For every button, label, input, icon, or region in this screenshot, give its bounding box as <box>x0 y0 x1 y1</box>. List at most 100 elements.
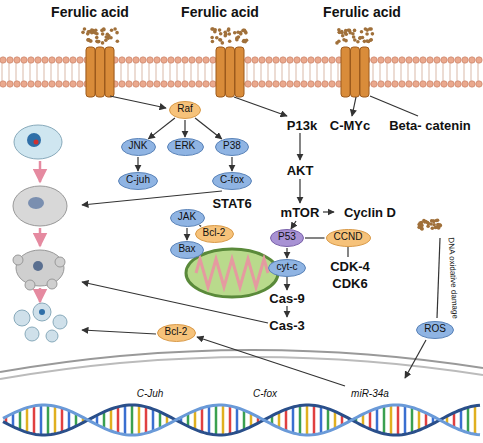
base-pair <box>47 405 50 435</box>
ligand-dot <box>242 39 246 43</box>
lipid-head <box>399 57 405 63</box>
protein-ellipse: Raf <box>169 101 201 119</box>
protein-ellipse: P53 <box>270 229 304 247</box>
ligand-dot <box>243 29 247 33</box>
lipid-tail <box>303 63 304 81</box>
lipid-tail <box>149 63 150 81</box>
ligand-dot <box>369 38 373 42</box>
protein-name: Bcl-2 <box>157 324 196 340</box>
cell-nucleus <box>28 197 44 209</box>
ligand-dot <box>213 28 217 32</box>
base-pair <box>376 408 379 431</box>
pathway-arrow <box>110 96 166 108</box>
pathway-label: Cas-3 <box>268 318 305 333</box>
pathway-label: Ferulic acid <box>180 3 260 21</box>
lipid-tail <box>471 63 472 81</box>
base-pair <box>68 411 71 430</box>
ligand-dot <box>210 36 214 40</box>
lipid-head <box>49 57 55 63</box>
lipid-head <box>420 57 426 63</box>
lipid-tail <box>296 63 297 81</box>
pathway-label: miR-34a <box>350 383 390 401</box>
lipid-head <box>28 81 34 87</box>
lipid-head <box>448 57 454 63</box>
ligand-dots <box>81 27 119 45</box>
base-pair <box>103 412 106 428</box>
protein-name: JNK <box>121 138 156 154</box>
lipid-head <box>175 57 181 63</box>
protein-name: Bax <box>170 241 204 257</box>
pathway-label: mTOR <box>280 203 321 221</box>
ligand-dot <box>337 28 341 32</box>
lipid-tail <box>135 63 136 81</box>
lipid-head <box>133 81 139 87</box>
lipid-tail <box>37 63 38 81</box>
lipid-head <box>7 57 13 63</box>
protein-name: C-fox <box>212 172 252 188</box>
lipid-tail <box>401 63 402 81</box>
lipid-head <box>77 81 83 87</box>
base-pair <box>278 412 281 427</box>
cell-body <box>14 125 62 159</box>
ligand-dot <box>106 32 110 36</box>
lipid-head <box>469 81 475 87</box>
lipid-head <box>140 81 146 87</box>
ligand-dot <box>360 30 364 34</box>
lipid-tail <box>51 63 52 81</box>
ellipse-shape <box>121 139 155 156</box>
lipid-tail <box>205 63 206 81</box>
lipid-tail <box>415 63 416 81</box>
protein-name: JAK <box>170 209 205 225</box>
ellipse-shape <box>216 139 249 156</box>
membrane-bleb <box>25 280 35 290</box>
ligand-dot <box>210 27 214 31</box>
lipid-tail <box>212 63 213 81</box>
ligand-dot <box>215 36 219 40</box>
base-pair <box>131 405 134 435</box>
ellipse-shape <box>167 139 203 156</box>
base-pair <box>404 406 407 434</box>
cell-nucleus <box>33 261 43 271</box>
receptor <box>216 47 244 97</box>
lipid-tail <box>268 63 269 81</box>
protein-ellipse: JNK <box>121 138 156 156</box>
lipid-tail <box>72 63 73 81</box>
membrane-bleb <box>47 279 57 289</box>
pathway-label: CDK6 <box>331 276 368 291</box>
lipid-head <box>126 57 132 63</box>
lipid-tail <box>30 63 31 81</box>
lipid-head <box>441 57 447 63</box>
lipid-head <box>434 81 440 87</box>
base-pair <box>306 405 309 435</box>
apoptotic-body <box>53 315 67 329</box>
pathway-arrow <box>323 211 334 212</box>
base-pair <box>369 411 372 429</box>
lipid-tail <box>387 63 388 81</box>
mitochondrion-outer <box>186 249 278 297</box>
lipid-head <box>21 57 27 63</box>
lipid-head <box>161 81 167 87</box>
lipid-head <box>7 81 13 87</box>
receptor <box>86 47 114 97</box>
lipid-head <box>413 57 419 63</box>
ligand-dot <box>356 40 360 44</box>
lipid-head <box>21 81 27 87</box>
lipid-head <box>385 81 391 87</box>
pathway-arrow <box>197 337 345 386</box>
lipid-head <box>56 57 62 63</box>
ellipse-shape <box>170 210 204 227</box>
pathway-arrow <box>347 246 348 257</box>
lipid-head <box>133 57 139 63</box>
shrinking-cell <box>13 186 67 226</box>
pathway-arrow <box>286 277 287 290</box>
base-pair <box>320 407 323 434</box>
apoptotic-body <box>25 327 39 341</box>
lipid-tail <box>121 63 122 81</box>
lipid-head <box>315 81 321 87</box>
signal-connector <box>199 225 201 226</box>
protein-ellipse: P38 <box>215 138 249 156</box>
cell-body <box>13 186 67 226</box>
pathway-label: AKT <box>286 163 315 178</box>
signal-connector <box>148 118 175 139</box>
ligand-dot <box>239 31 243 35</box>
